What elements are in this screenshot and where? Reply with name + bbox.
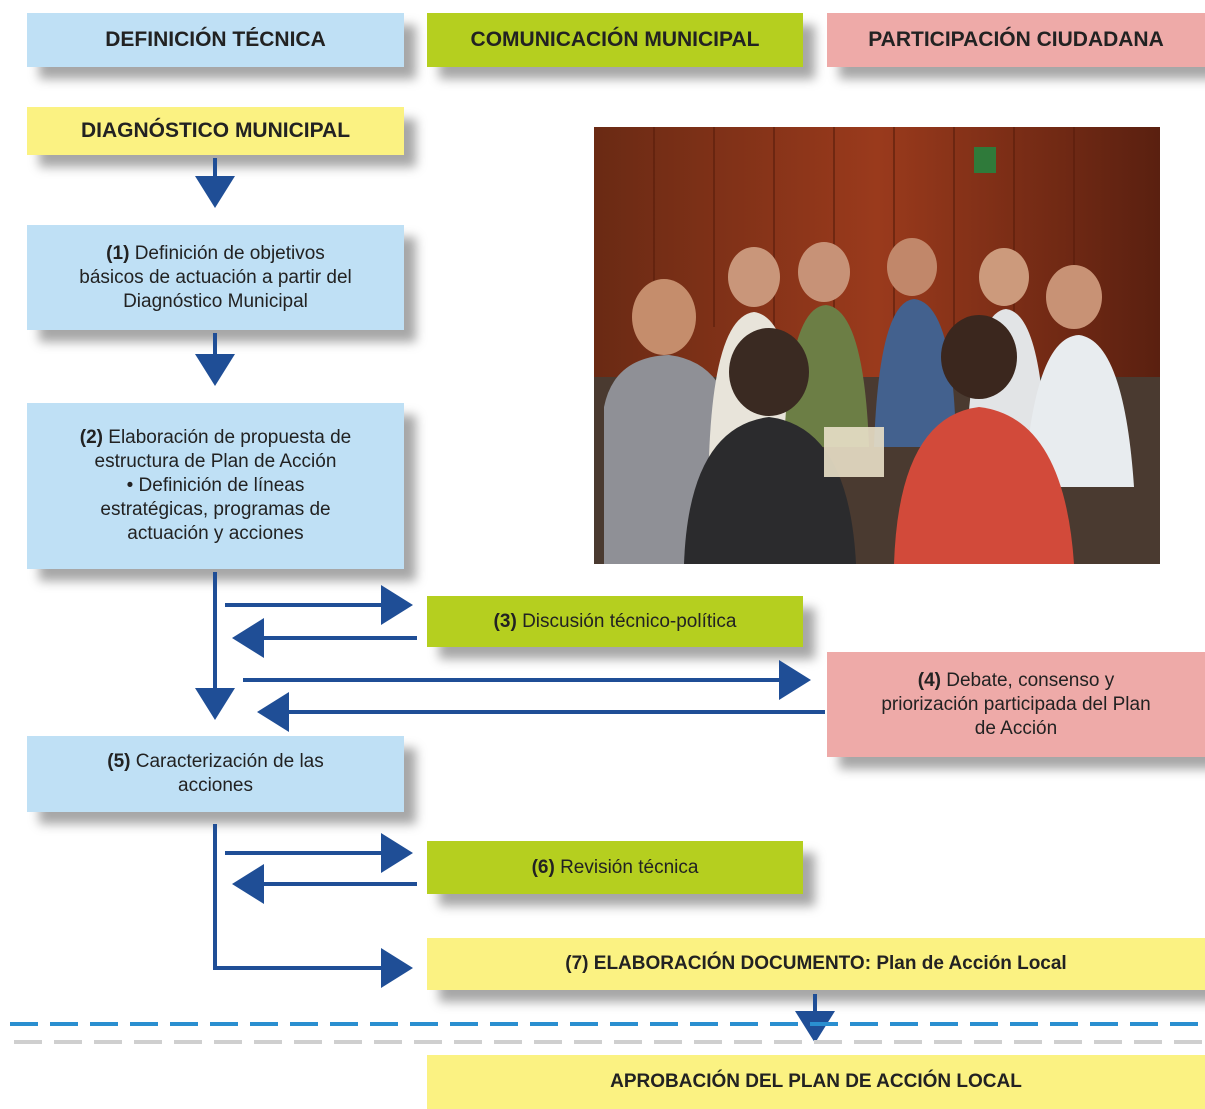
aprobacion-box: APROBACIÓN DEL PLAN DE ACCIÓN LOCAL [427, 1055, 1205, 1109]
step-7-text: (7) ELABORACIÓN DOCUMENTO: Plan de Acció… [565, 953, 1067, 974]
header-definicion-tecnica-label: DEFINICIÓN TÉCNICA [105, 28, 326, 51]
connector-5-to-7 [213, 824, 413, 988]
step-2-text: Elaboración de propuesta de [108, 427, 352, 448]
step-5-line2: acciones [178, 775, 253, 796]
step-1-line3: Diagnóstico Municipal [123, 290, 308, 312]
header-comunicacion-municipal-label: COMUNICACIÓN MUNICIPAL [470, 28, 760, 51]
step-5-box: (5) Caracterización de las acciones [27, 736, 404, 812]
step-2-line2: estructura de Plan de Acción [94, 451, 337, 472]
step-1-box: (1) Definición de objetivos básicos de a… [27, 225, 404, 330]
step-5-number: (5) [107, 751, 131, 772]
meeting-photo [594, 127, 1160, 564]
header-definicion-tecnica: DEFINICIÓN TÉCNICA [27, 13, 404, 67]
step-3-box: (3) Discusión técnico-política [427, 596, 803, 647]
step-6-box: (6) Revisión técnica [427, 841, 803, 894]
step-2-number: (2) [79, 427, 103, 448]
step-3-number: (3) [493, 610, 517, 632]
header-participacion-ciudadana-label: PARTICIPACIÓN CIUDADANA [868, 28, 1164, 51]
step-4-box: (4) Debate, consenso y priorización part… [827, 652, 1205, 757]
meeting-photo-illustration [594, 127, 1160, 564]
step-4-text: Debate, consenso y [946, 669, 1115, 691]
step-2-box: (2) Elaboración de propuesta de estructu… [27, 403, 404, 569]
step-7-document-box: (7) ELABORACIÓN DOCUMENTO: Plan de Acció… [427, 938, 1205, 990]
step-4-line2: priorización participada del Plan [881, 693, 1151, 715]
step-2-line4: estratégicas, programas de [100, 499, 331, 520]
step-1-number: (1) [106, 242, 130, 264]
diagnostico-municipal-label: DIAGNÓSTICO MUNICIPAL [80, 119, 351, 142]
step-3-text: Discusión técnico-política [522, 610, 737, 632]
step-2-line3: • Definición de líneas [126, 475, 305, 496]
diagnostico-municipal-box: DIAGNÓSTICO MUNICIPAL [27, 107, 404, 155]
step-4-number: (4) [917, 669, 941, 691]
step-6-number: (6) [531, 856, 555, 878]
step-1-line2: básicos de actuación a partir del [79, 266, 352, 288]
step-6-text: Revisión técnica [560, 856, 699, 878]
step-5-text: Caracterización de las [135, 751, 324, 772]
header-participacion-ciudadana: PARTICIPACIÓN CIUDADANA [827, 13, 1205, 67]
header-comunicacion-municipal: COMUNICACIÓN MUNICIPAL [427, 13, 803, 67]
step-2-line5: actuación y acciones [127, 523, 304, 544]
aprobacion-label: APROBACIÓN DEL PLAN DE ACCIÓN LOCAL [610, 1071, 1022, 1092]
step-4-line3: de Acción [974, 717, 1058, 739]
step-1-text: Definición de objetivos [134, 242, 325, 264]
